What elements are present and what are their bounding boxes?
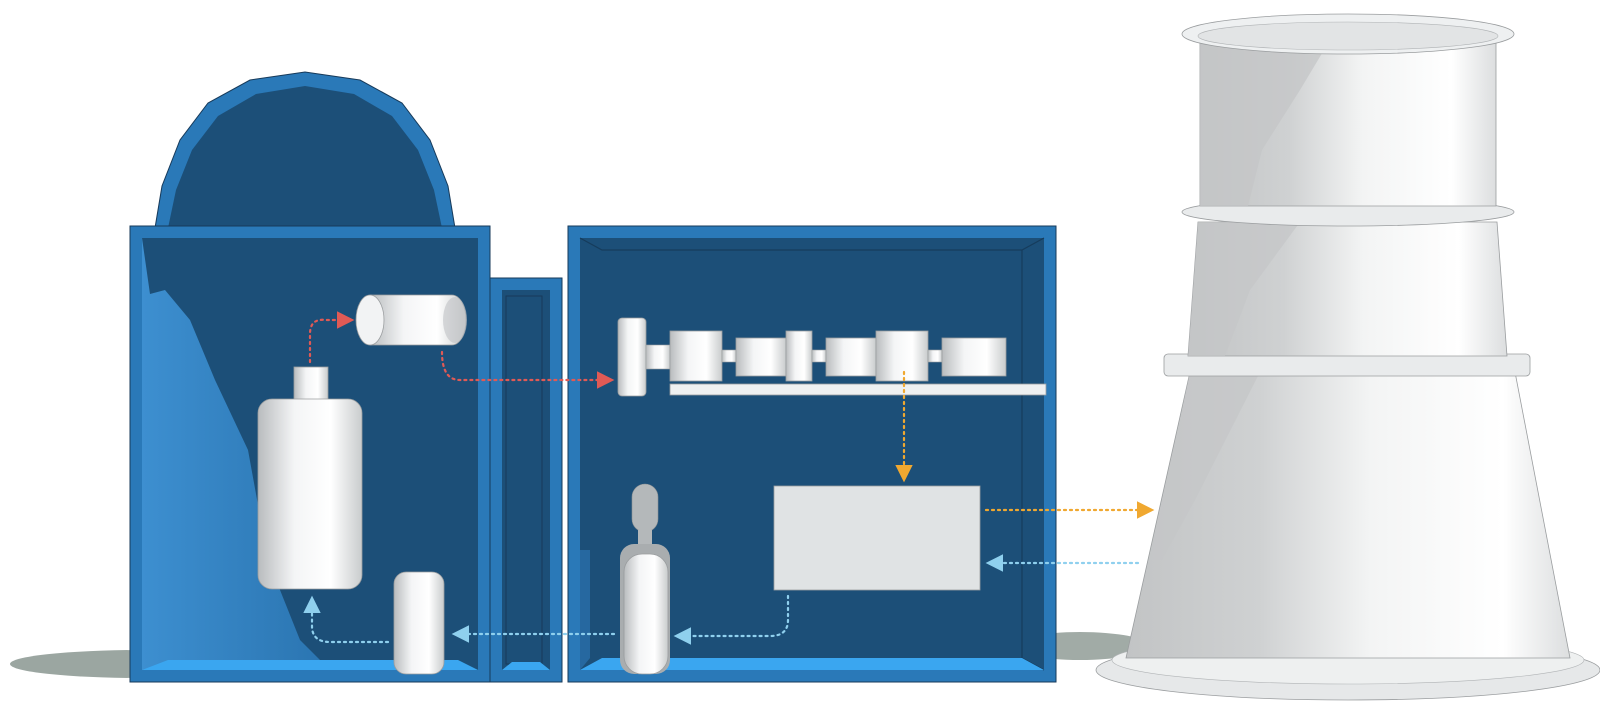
turbine-platform [669,383,1047,396]
reactor-vessel [257,366,363,590]
cool-water-arrow-4 [303,595,390,644]
pump-icon [623,553,669,675]
pump-icon [393,571,445,675]
reactor-vessel-nozzle [293,366,329,404]
steam-generator [355,294,467,346]
turbine-generator [617,317,1047,397]
cool-water-arrow-2 [673,594,790,645]
condenser-icon [773,485,981,591]
interior-light [142,238,330,670]
cooling-tower [1095,13,1600,701]
primary-pump [393,571,445,675]
steam-flow-arrow-1 [308,311,355,364]
connector-corridor [489,277,563,683]
reactor-vessel-icon [257,398,363,590]
dome-inner [168,86,442,228]
feedwater-pump [620,483,670,675]
turbine-icon [617,317,647,397]
flow-arrows [303,311,1155,645]
turbine-floor-water [580,658,1044,670]
steam-flow-arrow-2 [440,350,615,389]
